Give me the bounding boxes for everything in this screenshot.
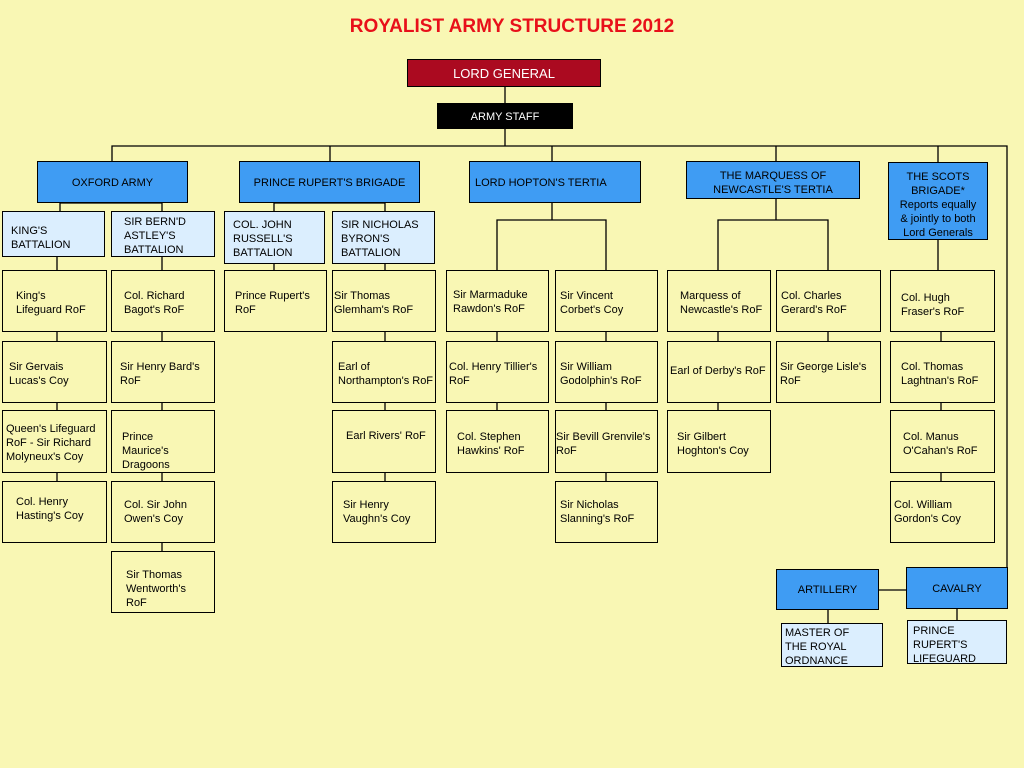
unit-box: Sir George Lisle's RoF — [776, 341, 881, 403]
unit-box: King's Lifeguard RoF — [2, 270, 107, 332]
unit-box: Sir Gilbert Hoghton's Coy — [667, 410, 771, 473]
unit-box: Col. Sir John Owen's Coy — [111, 481, 215, 543]
artillery-box: ARTILLERY — [776, 569, 879, 610]
unit-box: Earl Rivers' RoF — [332, 410, 436, 473]
unit-box: Sir Bevill Grenvile's RoF — [555, 410, 658, 473]
lord-general-box: LORD GENERAL — [407, 59, 601, 87]
oxford-army-box: OXFORD ARMY — [37, 161, 188, 203]
unit-box: Sir Thomas Glemham's RoF — [332, 270, 436, 332]
unit-box: Marquess of Newcastle's RoF — [667, 270, 771, 332]
russell-battalion-box: COL. JOHN RUSSELL'S BATTALION — [224, 211, 325, 264]
unit-box: Col. Hugh Fraser's RoF — [890, 270, 995, 332]
unit-box: Col. Charles Gerard's RoF — [776, 270, 881, 332]
unit-box: Prince Rupert's RoF — [224, 270, 327, 332]
unit-box: Earl of Derby's RoF — [667, 341, 771, 403]
kings-battalion-box: KING'S BATTALION — [2, 211, 105, 257]
unit-box: Col. Richard Bagot's RoF — [111, 270, 215, 332]
unit-box: Sir Vincent Corbet's Coy — [555, 270, 658, 332]
lord-hopton-tertia-box: LORD HOPTON'S TERTIA — [469, 161, 641, 203]
unit-box: Sir Gervais Lucas's Coy — [2, 341, 107, 403]
unit-box: Col. Henry Hasting's Coy — [2, 481, 107, 543]
newcastle-tertia-box: THE MARQUESS OF NEWCASTLE'S TERTIA — [686, 161, 860, 199]
unit-box: Sir Marmaduke Rawdon's RoF — [446, 270, 549, 332]
unit-box: Sir Thomas Wentworth's RoF — [111, 551, 215, 613]
scots-brigade-box: THE SCOTS BRIGADE* Reports equally & joi… — [888, 162, 988, 240]
unit-box: Sir Henry Bard's RoF — [111, 341, 215, 403]
unit-box: Sir William Godolphin's RoF — [555, 341, 658, 403]
master-ordnance-box: MASTER OF THE ROYAL ORDNANCE — [781, 623, 883, 667]
rupert-lifeguard-box: PRINCE RUPERT'S LIFEGUARD — [907, 620, 1007, 664]
byron-battalion-box: SIR NICHOLAS BYRON'S BATTALION — [332, 211, 435, 264]
chart-title: ROYALIST ARMY STRUCTURE 2012 — [349, 16, 675, 37]
unit-box: Col. Henry Tillier's RoF — [446, 341, 549, 403]
unit-box: Queen's Lifeguard RoF - Sir Richard Moly… — [2, 410, 107, 473]
unit-box: Col. Manus O'Cahan's RoF — [890, 410, 995, 473]
unit-box: Sir Nicholas Slanning's RoF — [555, 481, 658, 543]
unit-box: Earl of Northampton's RoF — [332, 341, 436, 403]
astley-battalion-box: SIR BERN'D ASTLEY'S BATTALION — [111, 211, 215, 257]
unit-box: Prince Maurice's Dragoons — [111, 410, 215, 473]
unit-box: Col. Thomas Laghtnan's RoF — [890, 341, 995, 403]
army-staff-box: ARMY STAFF — [437, 103, 573, 129]
unit-box: Col. William Gordon's Coy — [890, 481, 995, 543]
prince-rupert-brigade-box: PRINCE RUPERT'S BRIGADE — [239, 161, 420, 203]
cavalry-box: CAVALRY — [906, 567, 1008, 609]
unit-box: Col. Stephen Hawkins' RoF — [446, 410, 549, 473]
unit-box: Sir Henry Vaughn's Coy — [332, 481, 436, 543]
